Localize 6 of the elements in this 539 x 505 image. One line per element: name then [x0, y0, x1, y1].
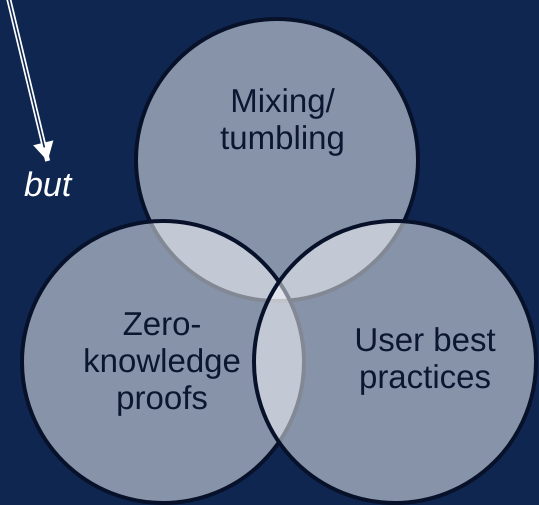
arrow [6, 0, 54, 162]
circle-label: Zero-knowledge proofs [82, 305, 242, 416]
circle-label: User best practices [353, 321, 497, 395]
annotation-text: but [24, 166, 72, 204]
circle-label: Mixing/ tumbling [219, 82, 346, 156]
venn-circle [252, 219, 538, 505]
